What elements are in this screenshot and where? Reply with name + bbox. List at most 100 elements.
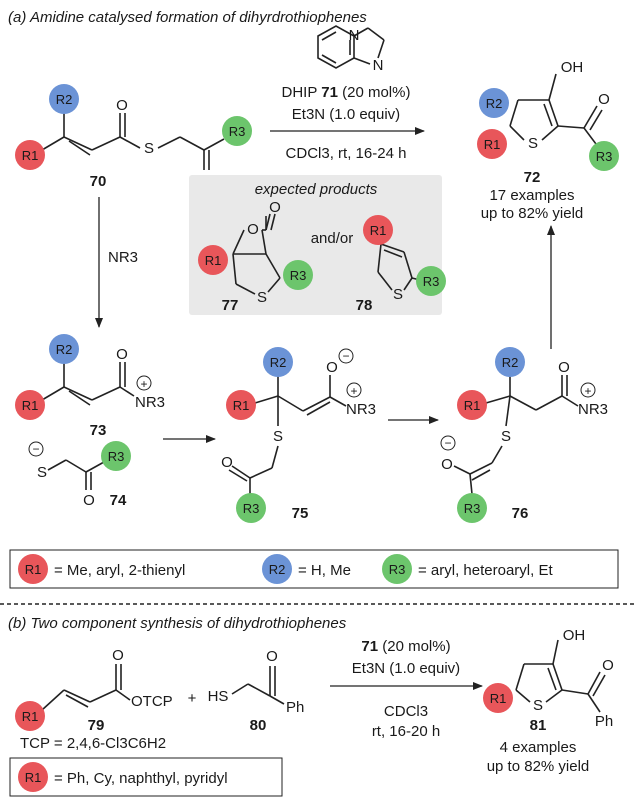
- yield-info: up to 82% yield: [487, 758, 590, 775]
- plus-charge: [346, 382, 362, 398]
- nr3-group: NR3: [578, 401, 608, 418]
- compound-number-77: 77: [222, 297, 239, 314]
- expected-products-title: expected products: [255, 181, 378, 198]
- r1-definition: = Ph, Cy, naphthyl, pyridyl: [54, 770, 228, 787]
- svg-text:R3: R3: [464, 501, 481, 516]
- svg-text:R1: R1: [22, 398, 39, 413]
- minus-charge: [440, 435, 456, 451]
- nr3-group: NR3: [346, 401, 376, 418]
- r1-circle: R1: [457, 390, 487, 420]
- compound-number-73: 73: [90, 422, 107, 439]
- svg-text:R1: R1: [205, 253, 222, 268]
- plus-charge: [136, 375, 152, 391]
- reagent-catalyst: 71 (20 mol%): [361, 638, 450, 655]
- atom-s: S: [393, 286, 403, 303]
- svg-text:R1: R1: [22, 148, 39, 163]
- atom-s: S: [144, 140, 154, 157]
- r1-circle: R1: [18, 762, 48, 792]
- svg-text:R1: R1: [464, 398, 481, 413]
- r1-circle: R1: [363, 215, 393, 245]
- compound-75: S O − NR3 + O: [221, 348, 376, 494]
- svg-text:R2: R2: [56, 342, 73, 357]
- atom-s: S: [257, 289, 267, 306]
- r1-definition: = Me, aryl, 2-thienyl: [54, 562, 185, 579]
- atom-o: O: [112, 647, 124, 664]
- compound-76: S O NR3 + O −: [440, 359, 608, 495]
- r-group-legend-b: [9, 757, 283, 797]
- reagent-base: Et3N (1.0 equiv): [292, 106, 400, 123]
- r2-definition: = H, Me: [298, 562, 351, 579]
- svg-text:R3: R3: [243, 501, 260, 516]
- and-or-label: and/or: [311, 230, 354, 247]
- r2-circle: R2: [262, 554, 292, 584]
- r2-circle: R2: [49, 84, 79, 114]
- svg-text:R3: R3: [596, 149, 613, 164]
- atom-n: N: [373, 57, 384, 74]
- phenyl-group: Ph: [595, 713, 613, 730]
- atom-o: O: [269, 199, 281, 216]
- atom-o: O: [116, 97, 128, 114]
- svg-text:−: −: [32, 442, 39, 456]
- plus-charge: [580, 382, 596, 398]
- svg-text:−: −: [444, 436, 451, 450]
- reagent-conditions: rt, 16-20 h: [372, 723, 440, 740]
- reagent-base: Et3N (1.0 equiv): [352, 660, 460, 677]
- nr3-label: NR3: [108, 249, 138, 266]
- atom-o: O: [558, 359, 570, 376]
- svg-text:R3: R3: [229, 124, 246, 139]
- r3-circle: R3: [101, 441, 131, 471]
- compound-number-70: 70: [90, 173, 107, 190]
- svg-text:R2: R2: [56, 92, 73, 107]
- phenyl-group: Ph: [286, 699, 304, 716]
- compound-72: OH S O: [509, 59, 610, 152]
- compound-77: O O S: [232, 199, 281, 306]
- svg-text:+: +: [584, 384, 591, 398]
- compound-79: O OTCP: [41, 647, 173, 711]
- r2-circle: R2: [479, 88, 509, 118]
- compound-81: OH S O Ph: [515, 627, 614, 730]
- r3-circle: R3: [382, 554, 412, 584]
- atom-o: O: [266, 648, 278, 665]
- atom-o: O: [247, 221, 259, 238]
- r1-circle: R1: [15, 390, 45, 420]
- r3-circle: R3: [416, 266, 446, 296]
- atom-o: O: [326, 359, 338, 376]
- svg-text:R3: R3: [290, 268, 307, 283]
- r2-circle: R2: [49, 334, 79, 364]
- r1-circle: R1: [15, 140, 45, 170]
- r3-circle: R3: [222, 116, 252, 146]
- atom-oh: OH: [563, 627, 586, 644]
- reagent-catalyst: DHIP 71 (20 mol%): [282, 84, 411, 101]
- compound-number-72: 72: [524, 169, 541, 186]
- svg-text:R2: R2: [269, 562, 286, 577]
- compound-80: HS O Ph: [208, 648, 305, 716]
- expected-products-box: [189, 175, 442, 315]
- atom-oh: OH: [561, 59, 584, 76]
- nr3-group: NR3: [135, 394, 165, 411]
- r1-circle: R1: [477, 129, 507, 159]
- plus-sign: +: [188, 690, 197, 707]
- part-a-title: (a) Amidine catalysed formation of dihyr…: [8, 9, 367, 26]
- examples-count: 4 examples: [500, 739, 577, 756]
- svg-text:R1: R1: [484, 137, 501, 152]
- dhip-catalyst-structure: N N: [317, 25, 385, 74]
- compound-number-80: 80: [250, 717, 267, 734]
- compound-number-81: 81: [530, 717, 547, 734]
- atom-s: S: [37, 464, 47, 481]
- atom-o: O: [441, 456, 453, 473]
- svg-text:R1: R1: [370, 223, 387, 238]
- compound-number-76: 76: [512, 505, 529, 522]
- atom-n: N: [349, 27, 360, 44]
- svg-text:R1: R1: [25, 770, 42, 785]
- svg-text:R1: R1: [22, 709, 39, 724]
- atom-o: O: [598, 91, 610, 108]
- atom-o: O: [116, 346, 128, 363]
- r1-circle: R1: [18, 554, 48, 584]
- r2-circle: R2: [263, 347, 293, 377]
- tcp-definition: TCP = 2,4,6-Cl3C6H2: [20, 735, 166, 752]
- compound-74: − S O: [28, 441, 105, 509]
- atom-s: S: [273, 428, 283, 445]
- r1-circle: R1: [483, 683, 513, 713]
- svg-text:R1: R1: [25, 562, 42, 577]
